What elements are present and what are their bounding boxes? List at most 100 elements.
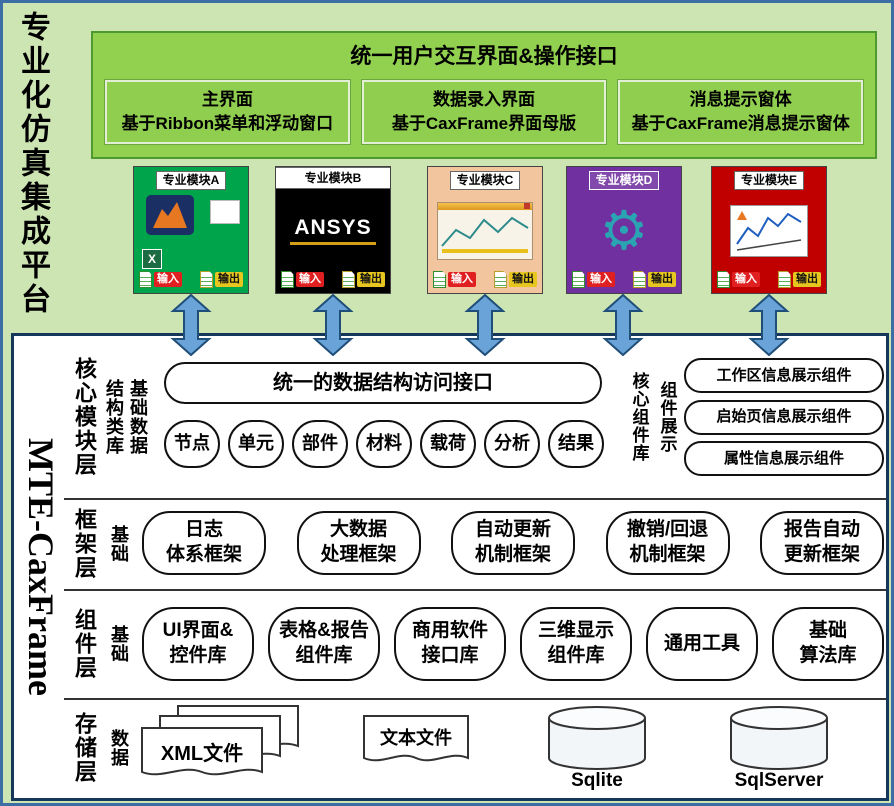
bigdata-framework: 大数据 处理框架 [296,511,421,575]
module-d-io: 输入 输出 [567,271,681,293]
input-badge: 输入 [587,272,615,287]
layer-divider [64,698,886,700]
pill-line2: 接口库 [421,645,479,666]
input-document-icon [281,271,294,288]
pill-line2: 机制框架 [474,544,551,565]
structure-library-label: 结构类库 [104,379,124,455]
input-group: 输入 [572,271,615,288]
module-a: 专业模块A X 输入 输出 [133,166,249,294]
ui-control-library: UI界面& 控件库 [142,607,254,681]
pill-line1: 基础 [808,620,847,642]
output-badge: 输出 [215,272,243,287]
xml-files-item: XML文件 [132,702,322,795]
output-group: 输出 [633,271,676,288]
module-d-content: ⚙ [567,190,681,271]
pill-line1: 通用工具 [663,632,740,654]
autoupdate-framework: 自动更新 机制框架 [451,511,575,575]
framework-basic-label: 基础 [109,524,129,563]
matlab-logo-icon [146,195,194,235]
ui-panel-message-window: 消息提示窗体 基于CaxFrame消息提示窗体 [618,80,864,144]
layer-divider [64,498,886,500]
storage-layer-label-col: 存储层 [68,698,100,798]
module-c-io: 输入 输出 [428,271,542,293]
ui-panel-line1: 主界面 [201,90,253,109]
input-group: 输入 [139,271,182,288]
pill-line1: 大数据 [329,519,387,541]
pill-line2: 体系框架 [165,544,242,565]
workspace-info-component: 工作区信息展示组件 [684,358,884,393]
output-document-icon [200,271,213,288]
basic-algorithm-library: 基础 算法库 [772,607,884,681]
xml-files-icon: XML文件 [141,705,299,776]
module-e-io: 输入 输出 [712,271,826,293]
core-item-part: 部件 [292,420,348,468]
data-flow-arrow [170,294,212,356]
chart-screenshot-icon [730,204,808,257]
module-a-io: 输入 输出 [134,271,248,293]
layer-divider [64,589,886,591]
framework-sub-label-col: 基础 [106,498,132,589]
pill-line2: 组件库 [547,645,605,666]
text-file-item: 文本文件 [358,712,474,781]
ui-section-title: 统一用户交互界面&操作接口 [350,45,618,68]
output-badge: 输出 [509,272,537,287]
pill-line2: 算法库 [799,645,857,666]
output-document-icon [494,271,507,288]
core-layer-label: 核心模块层 [72,357,97,477]
input-badge: 输入 [448,272,476,287]
pill-line1: 日志 [184,519,223,541]
startpage-info-component: 启始页信息展示组件 [684,399,884,435]
framework-layer-label: 框架层 [72,507,97,580]
output-document-icon [342,271,355,288]
frame-title: MTE-CaxFrame [21,438,61,696]
pill-line2: 处理框架 [320,544,397,565]
pill-line1: 报告自动 [783,519,860,541]
basic-data-label: 基础数据 [128,379,148,455]
commercial-software-interface-library: 商用软件 接口库 [394,607,506,681]
core-item-result: 结果 [548,420,604,468]
display-components-column: 工作区信息展示组件 启始页信息展示组件 属性信息展示组件 [684,358,884,476]
framework-items-row: 日志 体系框架 大数据 处理框架 自动更新 机制框架 撤销/回退 机制框架 报告… [142,511,884,575]
input-group: 输入 [433,271,476,288]
component-sub-label-col: 基础 [106,589,132,698]
ui-panel-data-entry: 数据录入界面 基于CaxFrame界面母版 [361,80,607,144]
window-body [438,210,532,259]
input-document-icon [717,271,730,288]
sqlite-label: Sqlite [571,770,623,791]
storage-sub-label-col: 数据 [106,698,132,798]
window-titlebar [438,202,532,210]
module-d-label: 专业模块D [588,171,660,190]
component-display-label: 组件展示 [657,381,677,453]
platform-title: 专业化仿真集成平台 [16,11,49,317]
input-badge: 输入 [154,272,182,287]
report-framework: 报告自动 更新框架 [760,511,884,575]
sqlite-cylinder-icon: Sqlite [548,706,646,791]
output-badge: 输出 [793,272,821,287]
frame-title-column: MTE-CaxFrame [16,336,66,798]
module-a-content: X [134,190,248,271]
module-e-content [712,190,826,271]
pill-line1: 表格&报告 [279,620,369,642]
caxframe-section: MTE-CaxFrame 核心模块层 结构类库 基础数据 统一的数据结构访问接口… [11,333,889,801]
property-info-component: 属性信息展示组件 [684,441,884,476]
data-flow-arrow [312,294,354,356]
table-report-library: 表格&报告 组件库 [268,607,380,681]
ansys-logo: ANSYS [290,216,376,245]
paper-icon [210,200,240,224]
close-icon [524,203,530,209]
core-item-element: 单元 [228,420,284,468]
input-group: 输入 [281,271,324,288]
core-items-row: 节点 单元 部件 材料 载荷 分析 结果 [164,420,604,468]
module-b-label: 专业模块B [276,167,390,189]
pill-line1: 三维显示 [537,620,614,642]
component-items-row: UI界面& 控件库 表格&报告 组件库 商用软件 接口库 三维显示 组件库 通用… [142,607,884,681]
ui-panel-main-interface: 主界面 基于Ribbon菜单和浮动窗口 [105,80,350,144]
data-flow-arrow [602,294,644,356]
core-layer-label-col: 核心模块层 [68,336,100,498]
data-flow-arrow [748,294,790,356]
ui-panel-line2: 基于Ribbon菜单和浮动窗口 [121,113,334,133]
ui-panel-line1: 数据录入界面 [433,90,535,109]
core-right-label-col: 组件展示 [654,336,680,498]
ui-panel-row: 主界面 基于Ribbon菜单和浮动窗口 数据录入界面 基于CaxFrame界面母… [93,70,875,144]
